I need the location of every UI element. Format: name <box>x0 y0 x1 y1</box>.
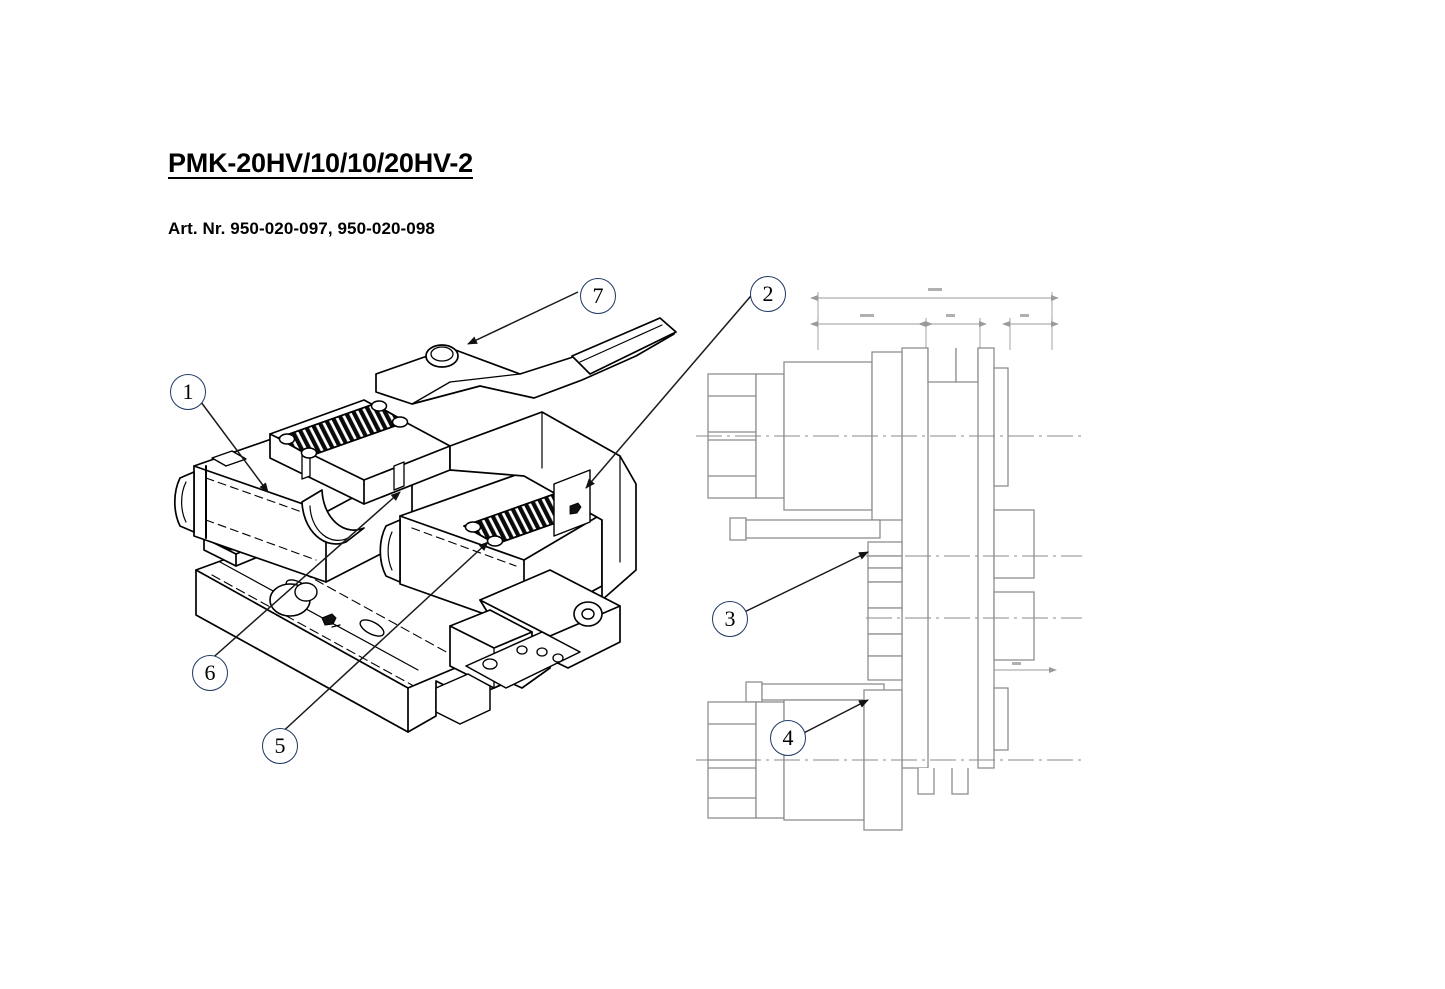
leader-line-6 <box>207 491 401 663</box>
leader-line-3 <box>731 551 869 619</box>
leader-line-5 <box>277 541 489 737</box>
callout-marker-6[interactable]: 6 <box>192 655 228 691</box>
isometric-drawing <box>150 270 757 790</box>
leader-line-7 <box>467 291 579 345</box>
leader-line-2 <box>585 289 757 489</box>
callout-marker-1[interactable]: 1 <box>170 374 206 410</box>
leader-line-1 <box>191 389 269 493</box>
page-title: PMK-20HV/10/10/20HV-2 <box>168 148 473 178</box>
side-view-drawing <box>690 270 1090 831</box>
callout-marker-7[interactable]: 7 <box>580 278 616 314</box>
centre-lines <box>696 435 1082 761</box>
article-number-line: Art. Nr. 950-020-097, 950-020-098 <box>168 219 435 238</box>
callout-marker-3[interactable]: 3 <box>712 601 748 637</box>
callout-marker-2[interactable]: 2 <box>750 276 786 312</box>
dimension-lines <box>810 288 1059 673</box>
callout-marker-5[interactable]: 5 <box>262 728 298 764</box>
callout-marker-4[interactable]: 4 <box>770 720 806 756</box>
